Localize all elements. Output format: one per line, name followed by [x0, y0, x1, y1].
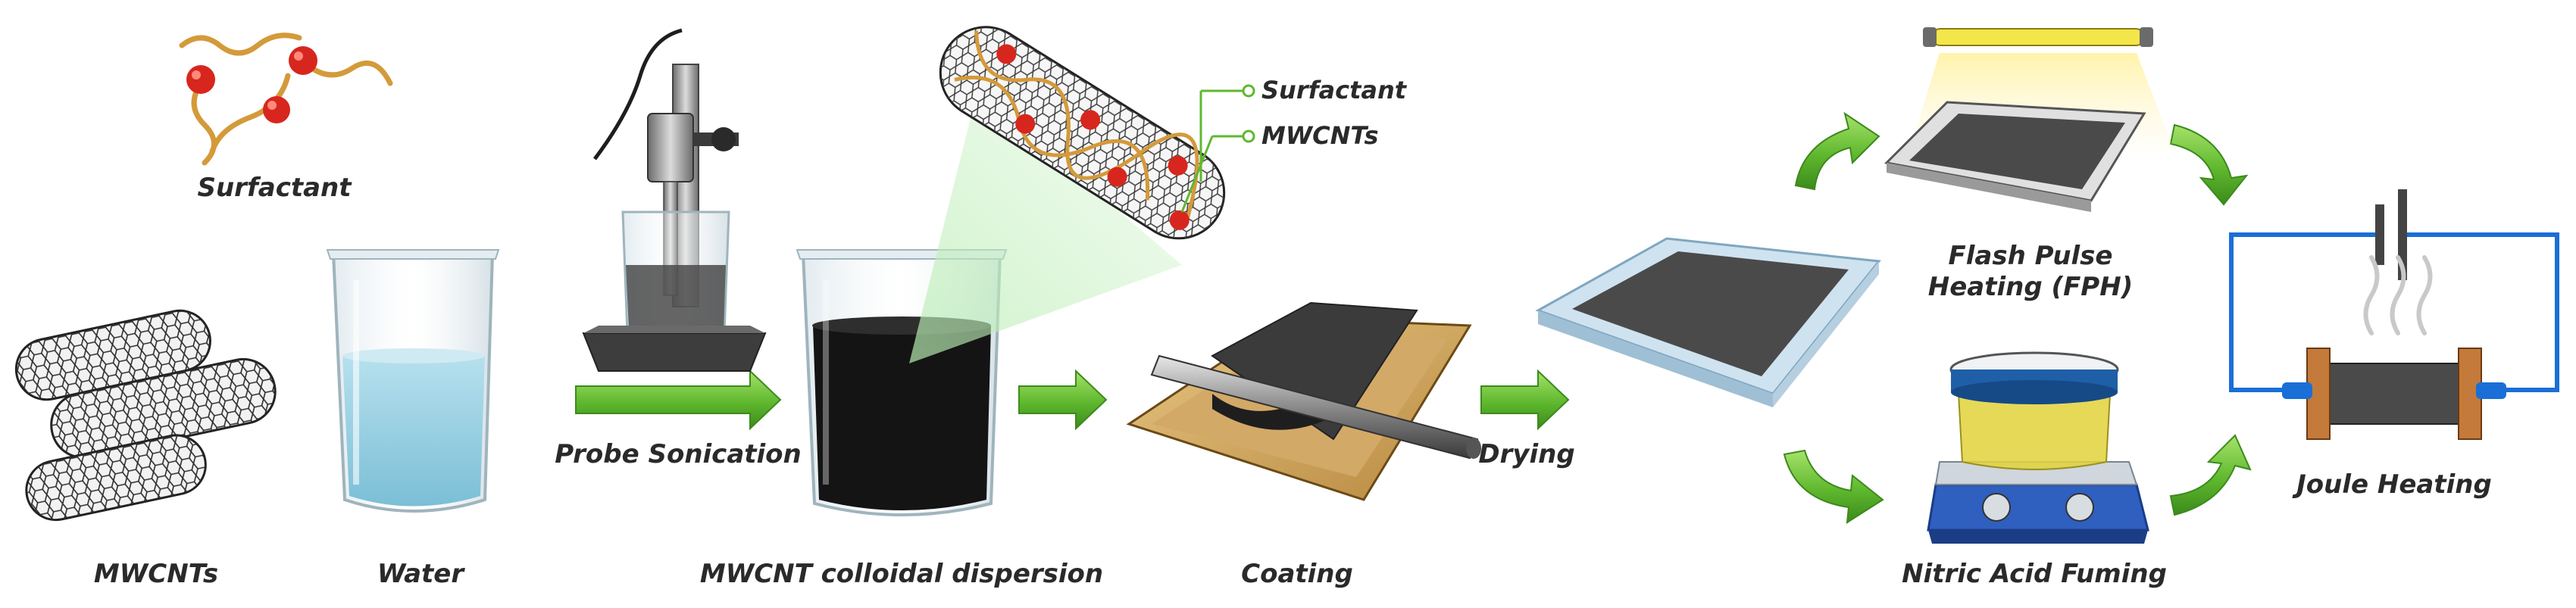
curved-arrow-fph-to-joule	[2169, 123, 2249, 206]
label-joule-heating: Joule Heating	[2296, 469, 2492, 500]
label-surfactant-molecules: Surfactant	[197, 173, 352, 203]
callout-label-surfactant: Surfactant	[1261, 76, 1407, 104]
mwcnt-bundle-illustration	[14, 309, 277, 522]
nanotube-with-surfactant-illustration	[939, 26, 1226, 240]
nitric-acid-setup-illustration	[1927, 351, 2149, 544]
callout-label-mwcnts: MWCNTs	[1261, 121, 1379, 150]
curved-arrow-to-nitric	[1783, 449, 1884, 524]
arrow-to-sonication	[575, 369, 782, 431]
callout-lines	[1180, 84, 1255, 213]
label-flash-pulse-line1: Flash Pulse	[1948, 241, 2113, 271]
label-flash-pulse-heating: Flash Pulse Heating (FPH)	[1928, 241, 2133, 303]
label-drying: Drying	[1478, 439, 1575, 469]
dried-film-substrate-illustration	[1535, 237, 1881, 407]
zoom-cone	[909, 91, 1182, 363]
arrow-to-drying	[1480, 369, 1570, 431]
label-dispersion: MWCNT colloidal dispersion	[699, 559, 1104, 589]
label-nitric-acid-fuming: Nitric Acid Fuming	[1902, 559, 2167, 589]
surfactant-molecules-illustration	[179, 33, 393, 166]
label-mwcnts: MWCNTs	[93, 559, 219, 589]
label-flash-pulse-line2: Heating (FPH)	[1927, 271, 2134, 302]
label-probe-sonication: Probe Sonication	[555, 439, 802, 469]
joule-heating-circuit-illustration	[2229, 189, 2559, 440]
coating-setup-illustration	[1126, 301, 1481, 501]
water-beaker-illustration	[326, 249, 500, 513]
curved-arrow-to-fph	[1794, 111, 1880, 191]
probe-sonicator-illustration	[582, 28, 767, 372]
label-water: Water	[377, 559, 464, 589]
arrow-to-coating	[1018, 369, 1108, 431]
flash-pulse-setup-illustration	[1884, 27, 2174, 212]
curved-arrow-nitric-to-joule	[2169, 434, 2252, 516]
label-coating: Coating	[1241, 559, 1353, 589]
